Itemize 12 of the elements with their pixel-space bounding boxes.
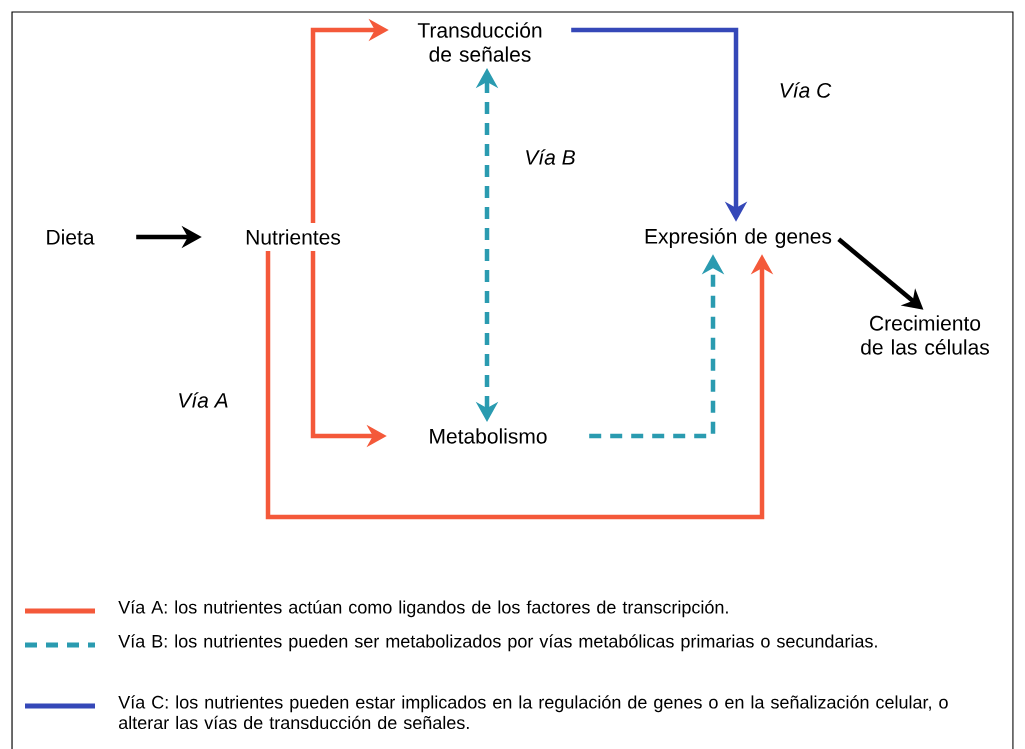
legend-text: Vía B: los nutrientes pueden ser metabolizados por vías metabólicas primarias o secundarias. [118, 634, 877, 652]
node-label: Transducción de señales [417, 22, 542, 62]
node-label: Metabolismo [430, 428, 547, 444]
legend-text: Vía C: los nutrientes pueden estar implicados en la regulación de genes o en la señalización celular, o alterar las vías de transducción de señales. [118, 695, 948, 730]
pathway-label: Vía B [526, 149, 575, 165]
pathway-label: Vía A [179, 392, 228, 408]
node-label: Dieta [47, 229, 95, 245]
legend-text: Vía A: los nutrientes actúan como ligandos de los factores de transcripción. [118, 600, 728, 618]
node-label: Crecimiento de las células [861, 315, 989, 355]
node-label: Expresión de genes [645, 228, 832, 248]
pathway-label: Vía C [780, 82, 832, 98]
node-label: Nutrientes [246, 229, 341, 245]
